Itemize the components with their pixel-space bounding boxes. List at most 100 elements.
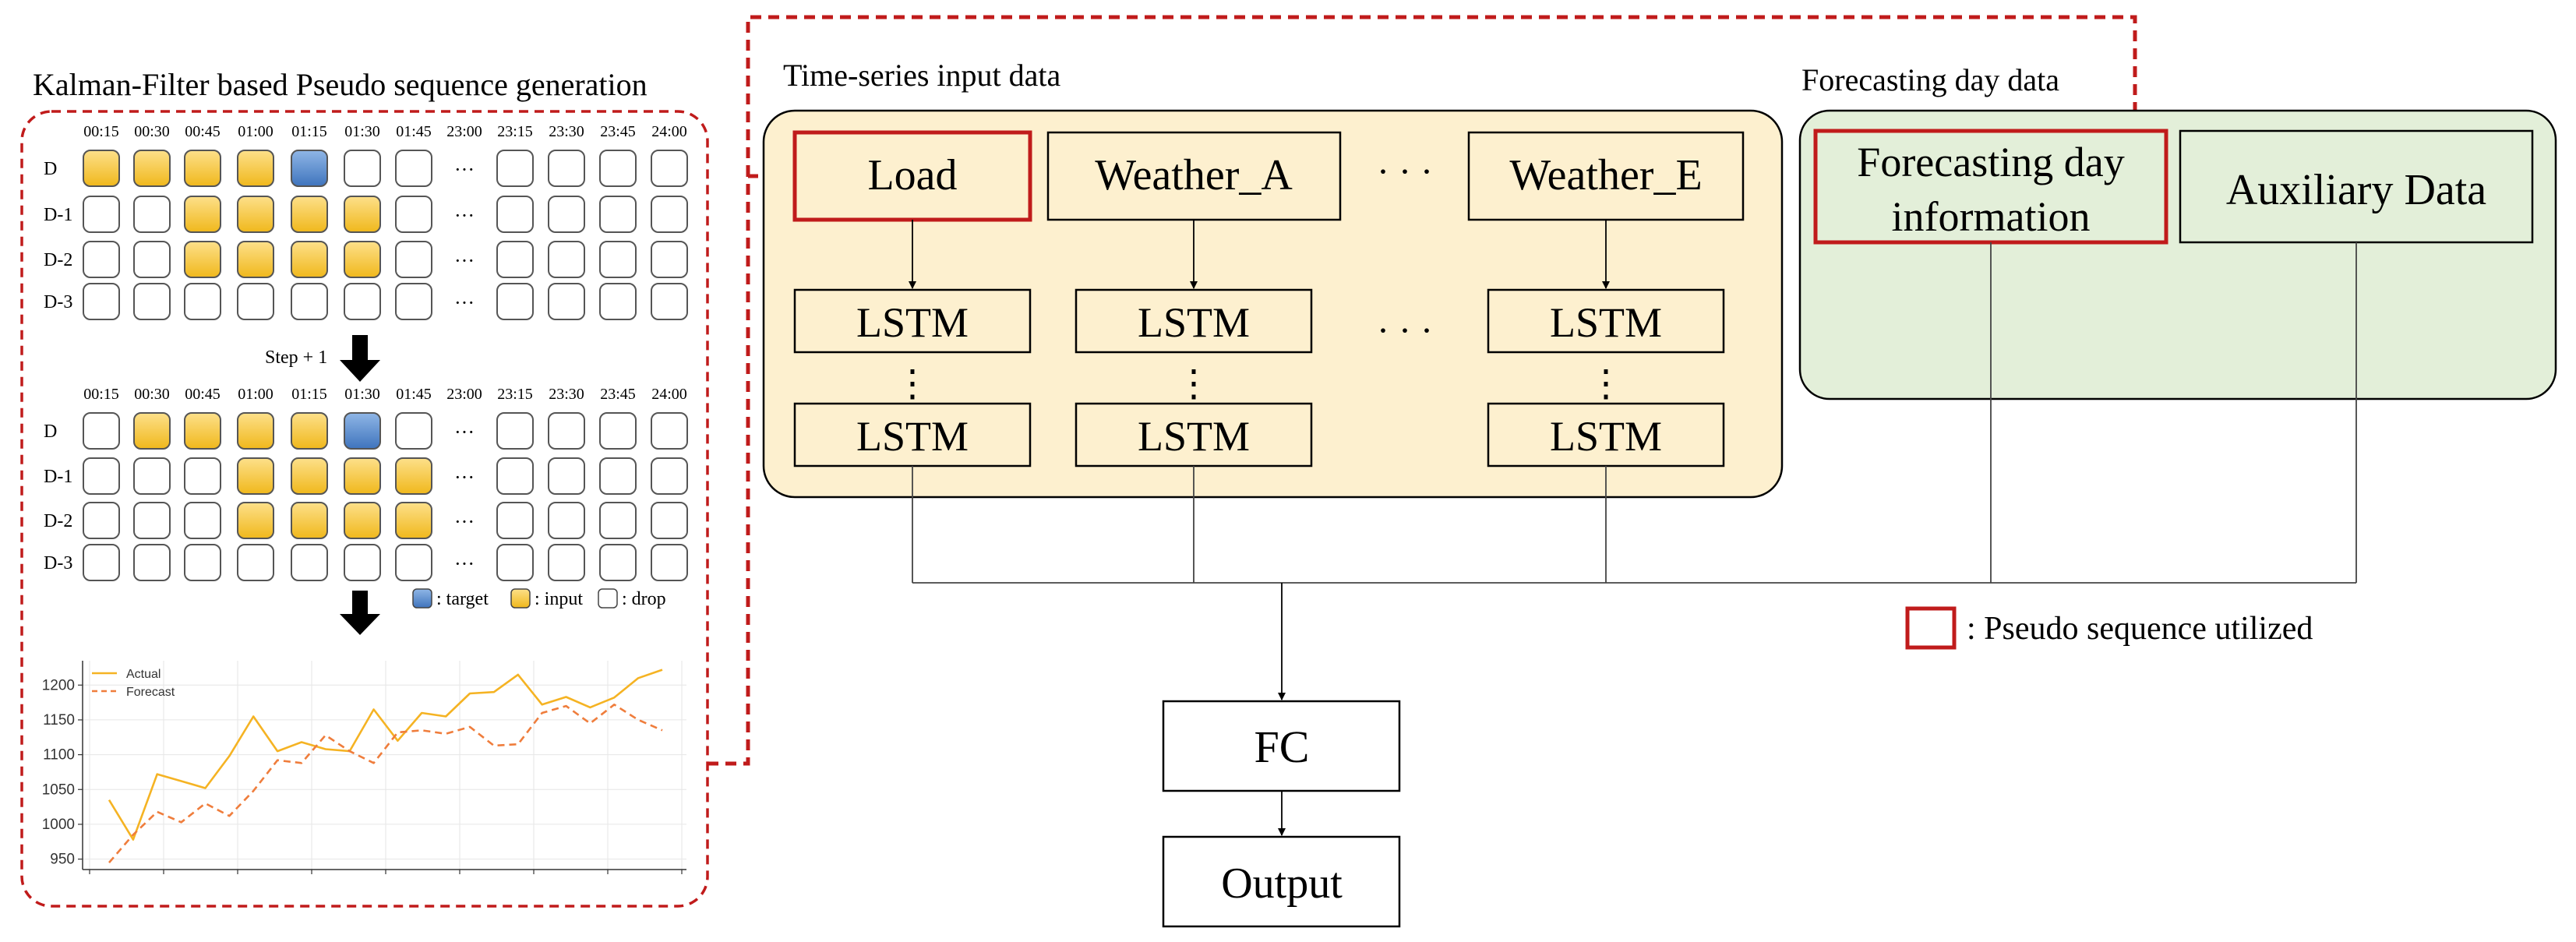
grid1-cell-drop [184, 283, 221, 320]
grid2-cell-drop [599, 457, 637, 495]
grid1-cell-drop [237, 283, 274, 320]
weather-e-label: Weather_E [1509, 151, 1702, 199]
grid1-row-label: D-1 [44, 205, 72, 225]
load-input-box [792, 130, 1032, 222]
grid1-row-label: D-3 [44, 292, 72, 312]
grid1-cell-drop [548, 196, 585, 233]
grid2-cell-drop [133, 502, 171, 539]
legend-actual-label: Actual [126, 668, 161, 681]
grid1-cell-drop [599, 283, 637, 320]
grid2-cell-input [291, 457, 328, 495]
fc-box [1162, 700, 1401, 792]
pseudo-legend-swatch-icon [1905, 606, 1957, 650]
grid1-cell-drop [599, 150, 637, 187]
chart-plot-area [83, 661, 686, 870]
grid1-cell-drop [496, 196, 534, 233]
weather-a-label: Weather_A [1095, 151, 1293, 199]
grid2-row-ellipsis: ··· [454, 421, 475, 443]
target-swatch-icon [412, 588, 432, 609]
lstm-weather-e-bottom [1487, 402, 1725, 467]
grid2-time-label: 01:45 [396, 386, 432, 403]
grid2-row-label: D-3 [44, 553, 72, 573]
grid2-cell-drop [184, 544, 221, 581]
grid2-cell-drop [496, 544, 534, 581]
pseudo-to-load-connector [708, 170, 782, 766]
lstm-load-top-label: LSTM [856, 299, 969, 346]
grid1-cell-drop [83, 283, 120, 320]
legend-target-label: : target [436, 589, 489, 609]
grid1-time-label: 01:00 [238, 123, 273, 140]
legend-forecast-label: Forecast [126, 686, 175, 699]
pseudo-legend-label: : Pseudo sequence utilized [1967, 611, 2313, 647]
legend-drop-label: : drop [622, 589, 666, 609]
grid2-time-label: 00:45 [185, 386, 221, 403]
grid2-row-label: D-2 [44, 511, 72, 531]
chart-series-forecast-line [108, 703, 663, 863]
lstm-load-top [793, 288, 1032, 354]
lstm-weather-a-top-label: LSTM [1138, 299, 1250, 346]
grid2-time-label: 01:15 [291, 386, 327, 403]
grid1-cell-input [184, 241, 221, 278]
grid2-row-label: D [44, 422, 57, 442]
grid2-cell-drop [83, 412, 120, 450]
weather-a-vdots: ⋮ [1175, 363, 1212, 404]
chart-series-actual-line [108, 669, 663, 841]
grid1-row-label: D [44, 159, 57, 179]
chart-down-arrow-icon [340, 591, 380, 635]
grid2-cell-drop [395, 412, 432, 450]
grid2-cell-input [237, 412, 274, 450]
grid1-cell-drop [496, 150, 534, 187]
auxiliary-data-box [2179, 129, 2534, 244]
grid2-time-label: 00:30 [134, 386, 170, 403]
weather-a-input-box [1046, 131, 1342, 221]
grid1-cell-drop [651, 150, 688, 187]
grid1-cell-drop [496, 241, 534, 278]
grid1-time-label: 23:00 [446, 123, 482, 140]
grid1-cell-input [184, 196, 221, 233]
chart-grid [83, 661, 686, 874]
chart-y-tick-label: 1100 [43, 747, 75, 764]
grid1-cell-target [291, 150, 328, 187]
grid2-time-label: 23:00 [446, 386, 482, 403]
grid1-cell-drop [651, 196, 688, 233]
chart-legend: Actual Forecast [92, 668, 175, 699]
load-vdots: ⋮ [894, 363, 931, 404]
grid2-cell-target [344, 412, 381, 450]
cell-legend: : target : input : drop [412, 588, 666, 609]
legend-input-label: : input [535, 589, 583, 609]
grid2-cell-drop [496, 457, 534, 495]
lstm-weather-e-bottom-label: LSTM [1550, 413, 1662, 460]
grid2-cell-drop [133, 457, 171, 495]
grid2-time-label: 01:00 [238, 386, 273, 403]
grid1-cell-drop [395, 196, 432, 233]
lstm-weather-a-bottom [1075, 402, 1313, 467]
grid2-cell-drop [651, 502, 688, 539]
grid2-cell-drop [395, 544, 432, 581]
step-label: Step + 1 [265, 348, 327, 368]
chart-y-tick-label: 1000 [42, 817, 75, 833]
output-box [1162, 835, 1401, 928]
pseudo-to-forecast-connector [746, 15, 2141, 176]
grid2-row-ellipsis: ··· [454, 466, 475, 489]
grid2-cell-drop [237, 544, 274, 581]
grid1-time-label: 00:30 [134, 123, 170, 140]
grid2-cell-input [291, 502, 328, 539]
grid1-time-label: 01:45 [396, 123, 432, 140]
grid1-cell-input [83, 150, 120, 187]
grid2-cell-drop [83, 502, 120, 539]
grid1-cell-drop [133, 283, 171, 320]
grid2-cell-drop [184, 502, 221, 539]
grid1-time-label: 23:45 [600, 123, 636, 140]
center-panel-title: Time-series input data [783, 58, 1060, 93]
lstm-load-bottom [793, 402, 1032, 467]
grid1-cell-drop [395, 283, 432, 320]
grid2-cell-input [133, 412, 171, 450]
lstm-weather-a-bottom-label: LSTM [1138, 413, 1250, 460]
merge-connectors [912, 242, 2357, 584]
grid1-cell-drop [548, 283, 585, 320]
grid1-cell-input [344, 241, 381, 278]
